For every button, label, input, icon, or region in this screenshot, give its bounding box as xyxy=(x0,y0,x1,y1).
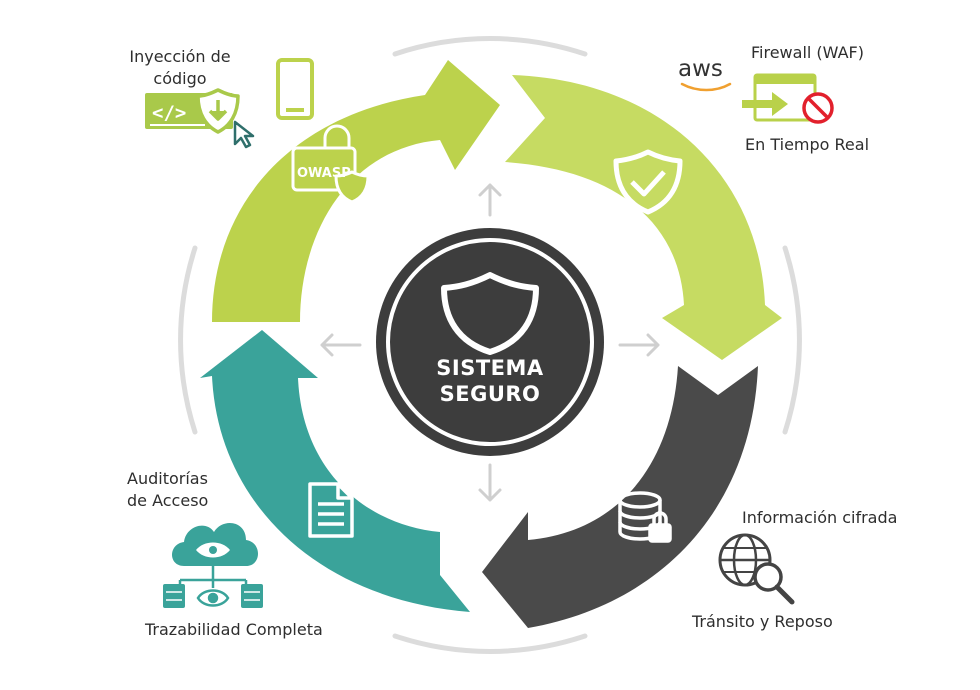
outer-ring xyxy=(178,36,802,654)
svg-text:</>: </> xyxy=(152,102,186,124)
server-eye-icon xyxy=(163,566,263,608)
owasp-lock-icon xyxy=(291,124,370,204)
cloud-eye-icon xyxy=(172,522,258,566)
center-arrows xyxy=(320,183,660,502)
label-firewall: Firewall (WAF) xyxy=(751,43,864,62)
label-encrypted: Información cifrada xyxy=(742,508,898,527)
globe-search-icon xyxy=(718,533,795,605)
label-transit: Tránsito y Reposo xyxy=(692,612,833,631)
mobile-phone-icon xyxy=(276,58,314,120)
shield-download-icon xyxy=(196,88,240,134)
owasp-badge: OWASP xyxy=(297,166,351,181)
cycle-arrow-top-left xyxy=(212,60,500,322)
center-title: SISTEMA SEGURO xyxy=(390,355,590,407)
label-injection: Inyección de código xyxy=(129,47,231,88)
label-realtime: En Tiempo Real xyxy=(745,135,870,154)
center-disc xyxy=(376,228,604,456)
firewall-block-icon xyxy=(742,73,834,124)
center-title-line1: SISTEMA xyxy=(436,356,544,380)
aws-logo: aws xyxy=(678,56,723,82)
center-title-line2: SEGURO xyxy=(439,382,541,406)
cursor-icon xyxy=(233,120,255,149)
aws-smile xyxy=(680,82,732,92)
cycle-arrow-bottom-right xyxy=(482,366,758,628)
cycle-arrow-bottom-left xyxy=(200,330,470,612)
label-audits: Auditorías de Acceso xyxy=(127,469,209,510)
shield-check-icon xyxy=(613,149,683,215)
shield-icon xyxy=(441,272,539,355)
label-traceability: Trazabilidad Completa xyxy=(145,620,323,639)
cycle-arrow-top-right xyxy=(505,75,782,360)
document-icon xyxy=(308,482,354,538)
database-lock-icon xyxy=(618,491,672,543)
